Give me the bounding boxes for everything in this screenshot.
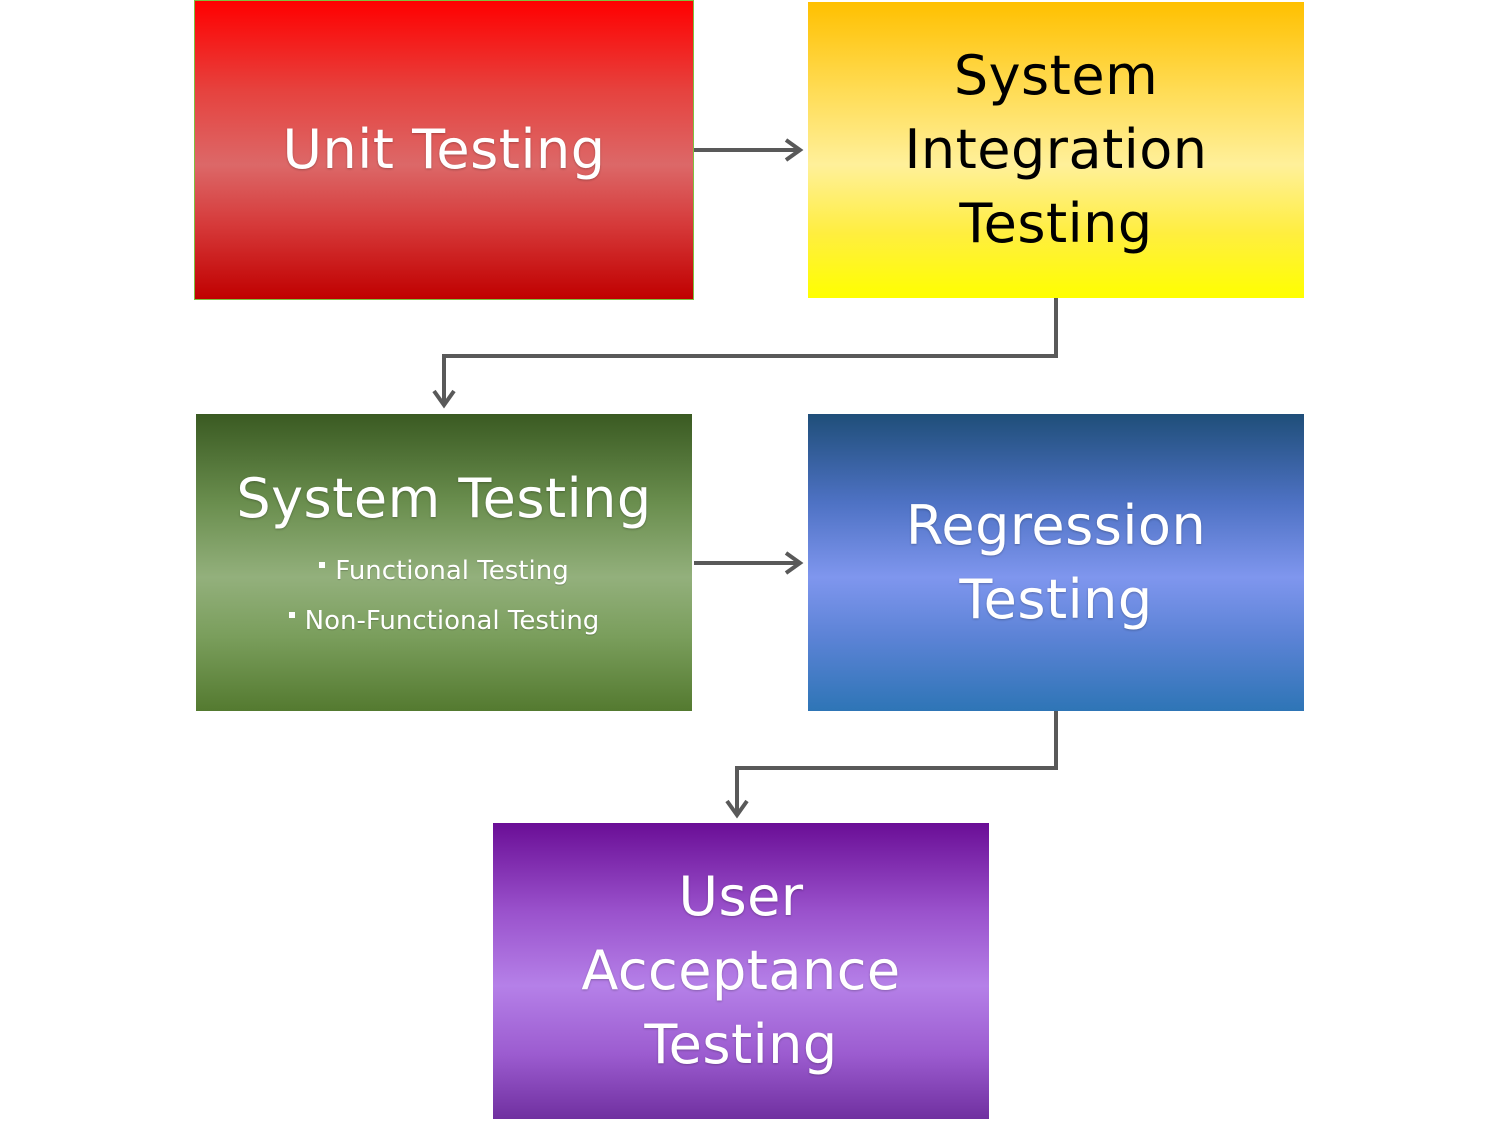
node-system-testing: System Testing Functional Testing Non-Fu… (196, 414, 692, 711)
node-regression-testing: Regression Testing (808, 414, 1304, 711)
system-testing-subitems: Functional Testing Non-Functional Testin… (288, 546, 599, 646)
node-system-integration-testing-label: System Integration Testing (904, 44, 1208, 255)
arrow-unit-to-sit (694, 138, 804, 162)
subitem-non-functional-testing: Non-Functional Testing (288, 596, 599, 646)
node-system-integration-testing: System Integration Testing (808, 2, 1304, 298)
arrow-sit-to-system (432, 298, 1058, 409)
bullet-icon (319, 562, 326, 568)
arrow-system-to-regression (694, 551, 804, 575)
node-unit-testing: Unit Testing (194, 0, 694, 300)
node-system-testing-label: System Testing (236, 466, 652, 530)
node-unit-testing-label: Unit Testing (282, 118, 606, 181)
bullet-icon (288, 612, 295, 618)
arrow-regression-to-uat (725, 711, 1058, 819)
node-user-acceptance-testing: User Acceptance Testing (493, 823, 989, 1119)
node-regression-testing-label: Regression Testing (905, 493, 1207, 631)
subitem-functional-testing: Functional Testing (319, 546, 569, 596)
node-user-acceptance-testing-label: User Acceptance Testing (581, 865, 901, 1076)
